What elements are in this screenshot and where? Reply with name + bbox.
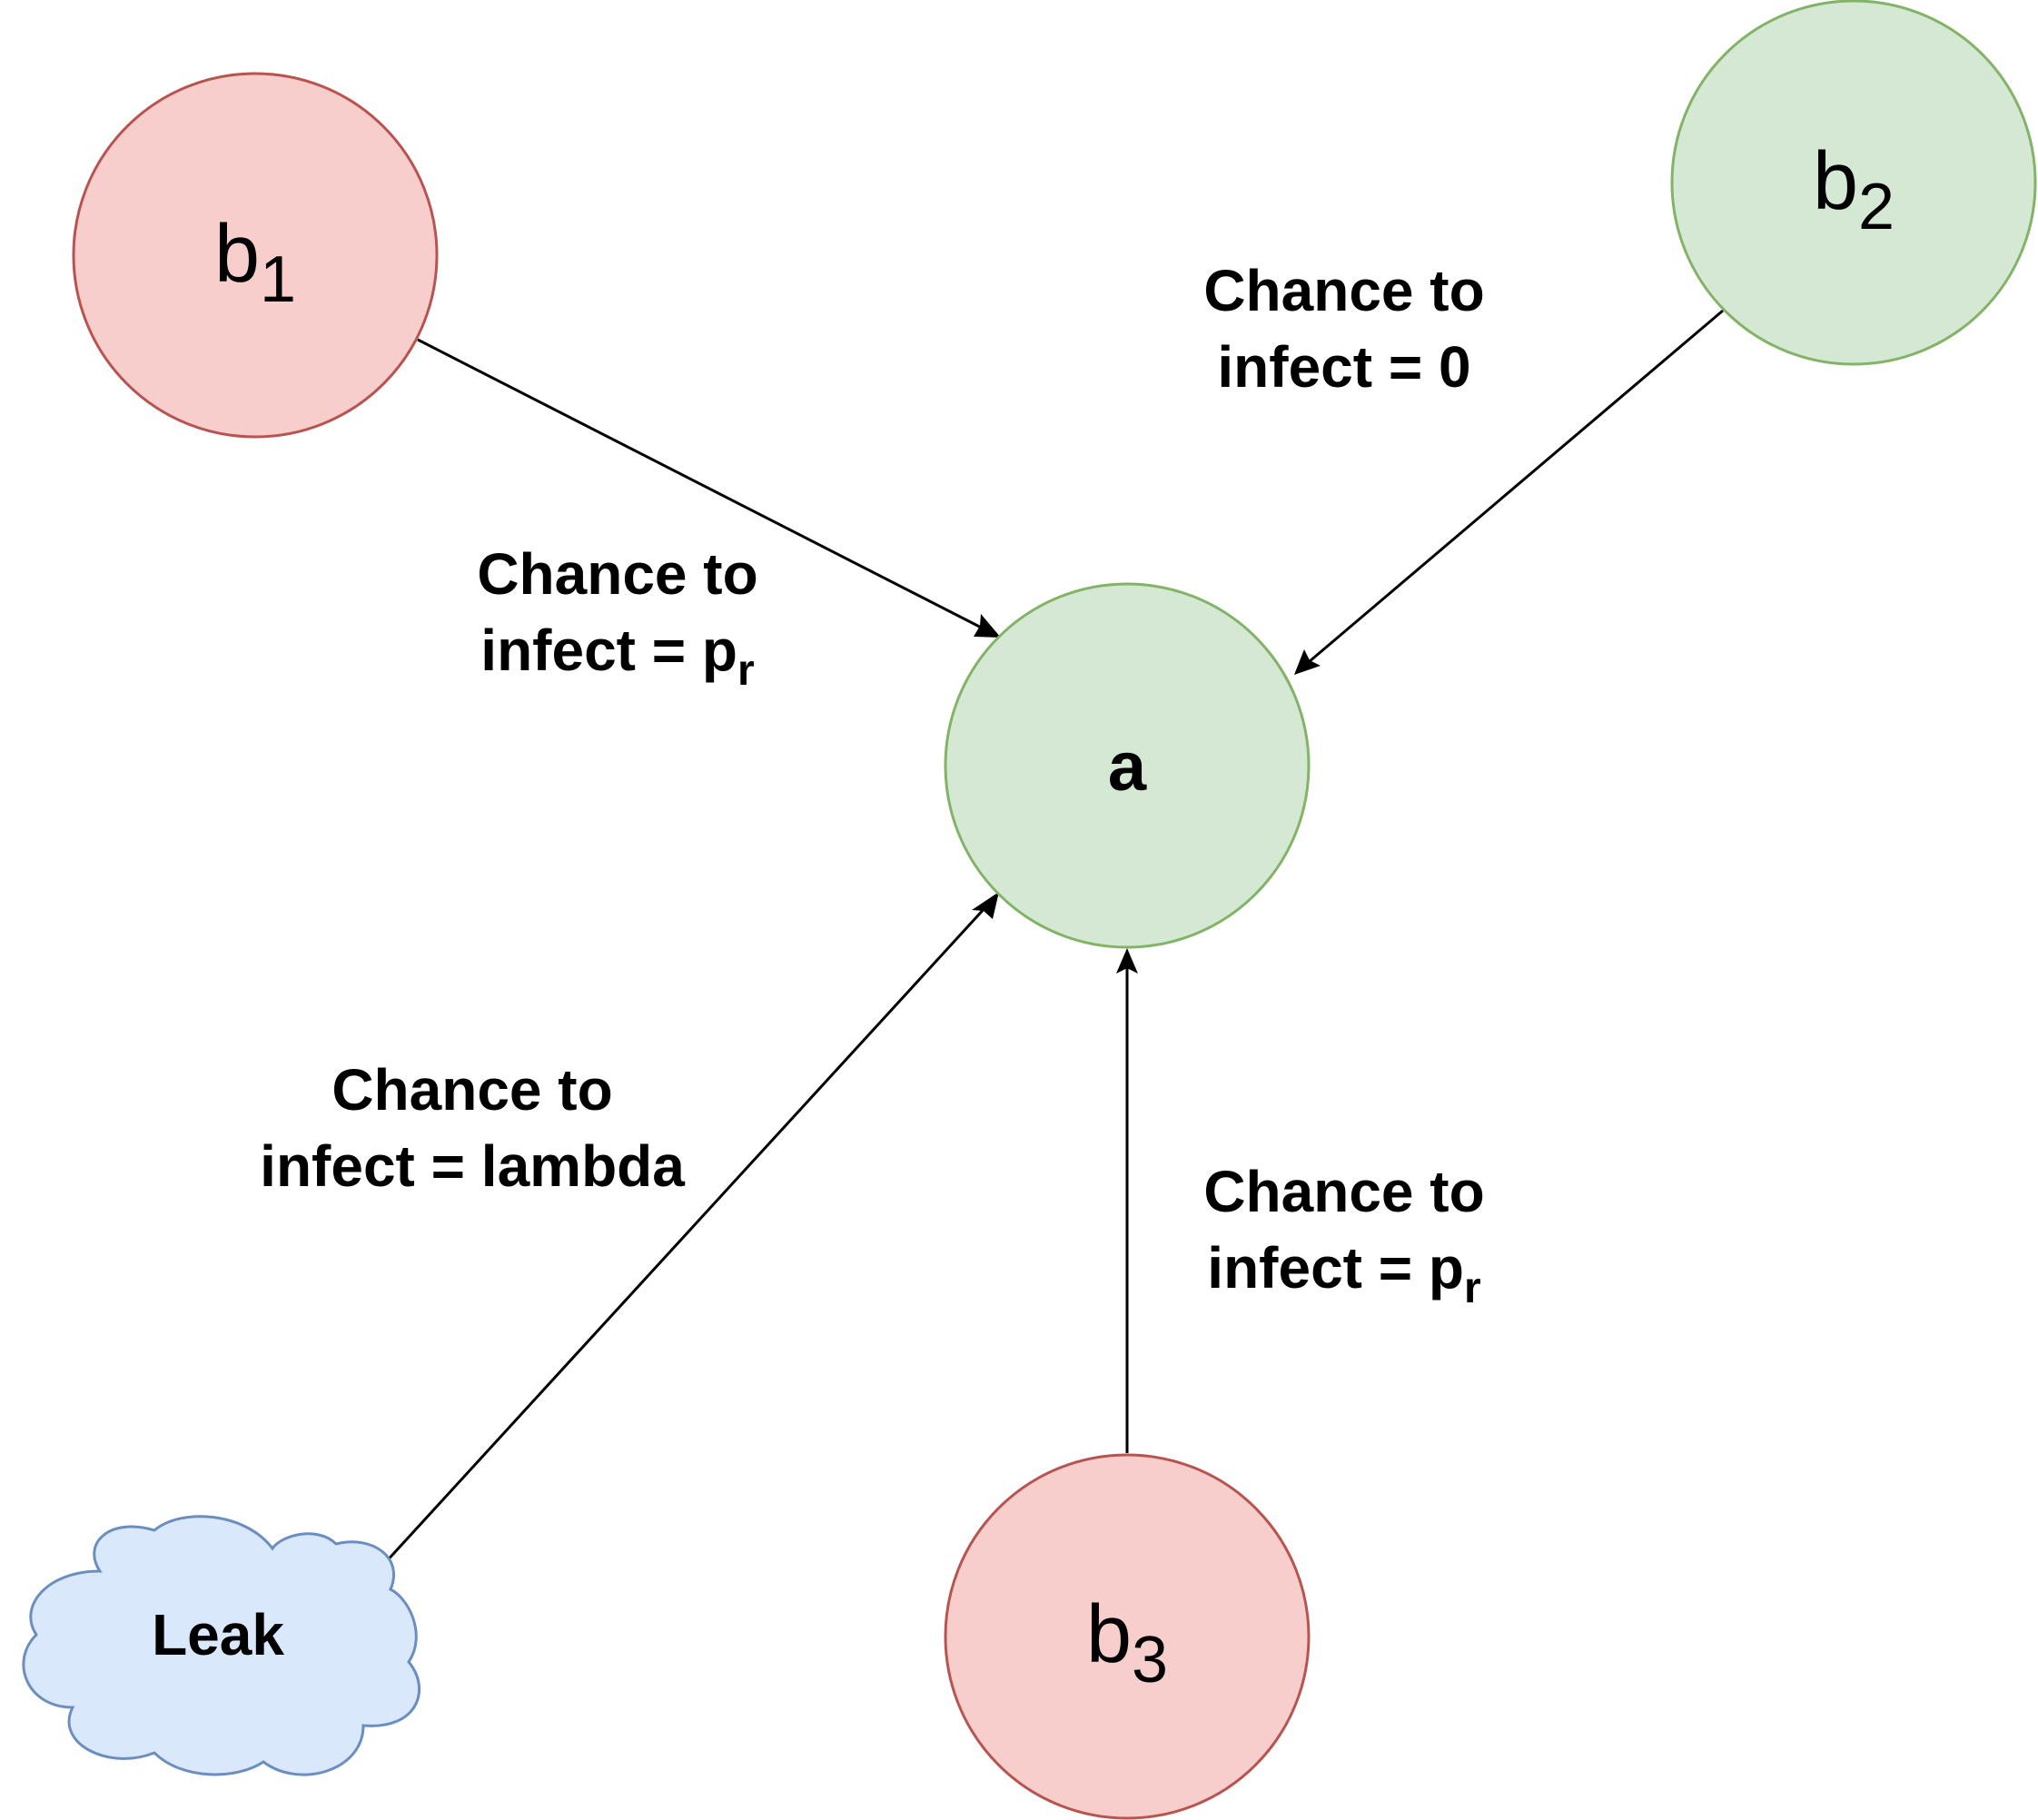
edge-label-b1-line2: infect = pr (480, 618, 754, 695)
cloud-icon (22, 1515, 421, 1776)
edge-b2-to-a (1294, 309, 1724, 675)
edge-label-b2-line1: Chance to (1203, 258, 1484, 323)
node-b2-label: b2 (1813, 136, 1895, 243)
edge-label-leak-line2: infect = lambda (260, 1133, 685, 1199)
node-a-label: a (1108, 728, 1147, 806)
edge-label-b2-line2: infect = 0 (1217, 334, 1470, 400)
edge-label-b2: Chance to infect = 0 (1203, 258, 1484, 400)
node-b3-label: b3 (1086, 1589, 1168, 1696)
edge-label-b3-line2: infect = pr (1207, 1235, 1480, 1312)
node-b1-circle (72, 72, 439, 439)
edge-b1-to-a (417, 338, 1001, 638)
node-b2-circle (1670, 0, 2037, 366)
node-a-circle (944, 582, 1311, 949)
arrowhead-icon (1116, 948, 1138, 974)
edge-label-leak: Chance to infect = lambda (260, 1057, 685, 1199)
edge-leak-to-a (382, 892, 999, 1566)
edge-line-b1 (417, 338, 998, 638)
node-b3: b3 (944, 1453, 1311, 1820)
leak-label: Leak (152, 1602, 284, 1667)
arrowhead-icon (972, 892, 999, 919)
edge-line-leak (382, 894, 998, 1566)
node-a: a (944, 582, 1311, 949)
edge-label-b1-line1: Chance to (477, 541, 757, 607)
arrowhead-icon (1294, 649, 1321, 675)
edge-label-b3-line1: Chance to (1203, 1159, 1484, 1224)
node-b1-label: b1 (214, 209, 296, 316)
edge-label-b1: Chance to infect = pr (477, 541, 757, 695)
edge-label-leak-line1: Chance to (331, 1057, 612, 1123)
node-b1: b1 (72, 72, 439, 439)
node-b2: b2 (1670, 0, 2037, 366)
arrowhead-icon (974, 614, 1001, 638)
edge-line-b2 (1296, 309, 1724, 674)
node-b3-circle (944, 1453, 1311, 1820)
edge-label-b3: Chance to infect = pr (1203, 1159, 1484, 1312)
leak-cloud: Leak (22, 1515, 421, 1776)
edge-b3-to-a (1116, 948, 1138, 1453)
